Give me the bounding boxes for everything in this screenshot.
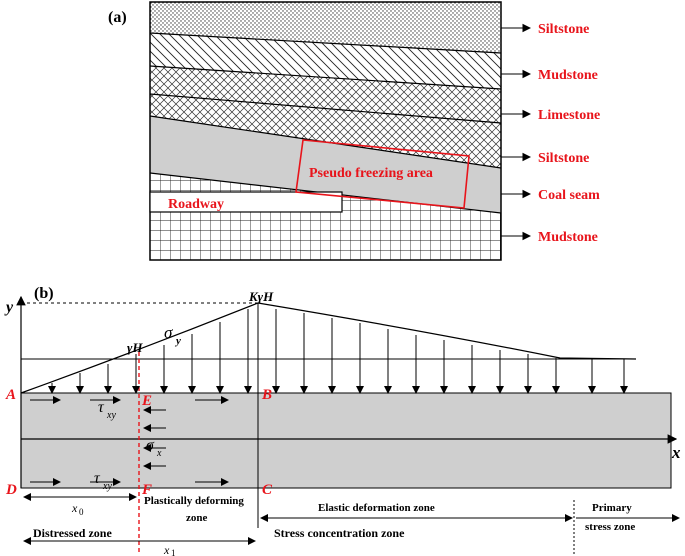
tau-top-subscript: xy bbox=[106, 410, 116, 421]
stratum-mudstone-upper bbox=[150, 33, 501, 89]
tau-bottom-symbol: τ bbox=[94, 470, 101, 487]
strata-labels: Siltstone Mudstone Limestone Siltstone C… bbox=[501, 22, 600, 245]
point-d-label: D bbox=[5, 482, 17, 498]
panel-a-frame bbox=[149, 1, 502, 261]
panel-b: (b) y x bbox=[4, 285, 681, 556]
plastic-zone-label-1: Plastically deforming bbox=[144, 495, 244, 507]
sigma-y-subscript: y bbox=[174, 335, 181, 347]
sigma-y-symbol: σ bbox=[164, 323, 173, 342]
sigma-x-arrows bbox=[143, 406, 166, 470]
primary-zone-label-2: stress zone bbox=[585, 521, 635, 533]
sigma-y-arrows bbox=[48, 309, 628, 394]
sigma-x-subscript: x bbox=[156, 448, 162, 459]
point-c-label: C bbox=[262, 482, 273, 498]
roadway-box bbox=[149, 191, 343, 213]
distressed-zone-label: Distressed zone bbox=[33, 526, 112, 540]
peak-stress-label: KγH bbox=[248, 289, 274, 304]
y-axis-label: y bbox=[4, 299, 14, 316]
point-e-label: E bbox=[141, 393, 152, 409]
x0-label: x bbox=[71, 501, 78, 515]
label-mudstone-lower: Mudstone bbox=[538, 230, 598, 245]
x0-subscript: 0 bbox=[79, 507, 84, 517]
stratum-siltstone-top bbox=[150, 2, 501, 53]
tau-bottom-subscript: xy bbox=[102, 481, 112, 492]
strata-section bbox=[150, 2, 501, 260]
elastic-zone-label: Elastic deformation zone bbox=[318, 502, 435, 514]
panel-a-label: (a) bbox=[108, 9, 127, 26]
pseudo-freezing-area-label: Pseudo freezing area bbox=[309, 166, 433, 181]
pseudo-freezing-area-box bbox=[295, 139, 470, 209]
stratum-limestone bbox=[150, 66, 501, 123]
coal-seam-body bbox=[20, 392, 672, 489]
label-limestone: Limestone bbox=[538, 108, 600, 123]
stratum-coal-seam bbox=[150, 116, 501, 213]
label-siltstone-top: Siltstone bbox=[538, 22, 589, 37]
panel-b-label: (b) bbox=[34, 285, 54, 302]
point-f-label: F bbox=[141, 482, 152, 498]
primary-zone-label-1: Primary bbox=[592, 502, 632, 514]
stratum-siltstone-lower bbox=[150, 94, 501, 168]
shear-arrows bbox=[30, 396, 229, 486]
x-axis-label: x bbox=[671, 443, 681, 462]
point-b-label: B bbox=[261, 387, 272, 403]
roadway-label: Roadway bbox=[168, 197, 224, 212]
label-siltstone-lower: Siltstone bbox=[538, 151, 589, 166]
tau-top-symbol: τ bbox=[98, 399, 105, 416]
x1-label: x bbox=[163, 543, 170, 556]
sigma-x-symbol: σ bbox=[146, 437, 155, 454]
x1-subscript: 1 bbox=[171, 548, 176, 556]
label-coal-seam: Coal seam bbox=[538, 188, 600, 203]
point-a-label: A bbox=[5, 387, 16, 403]
stress-curve bbox=[20, 302, 637, 394]
stress-concentration-zone-label: Stress concentration zone bbox=[274, 526, 405, 540]
panel-a: (a) Roadway Pseudo freezing area Siltsto… bbox=[108, 1, 600, 261]
initial-stress-label: γH bbox=[127, 340, 143, 355]
stratum-boundaries bbox=[150, 32, 501, 214]
label-mudstone-upper: Mudstone bbox=[538, 68, 598, 83]
plastic-zone-label-2: zone bbox=[186, 512, 208, 524]
